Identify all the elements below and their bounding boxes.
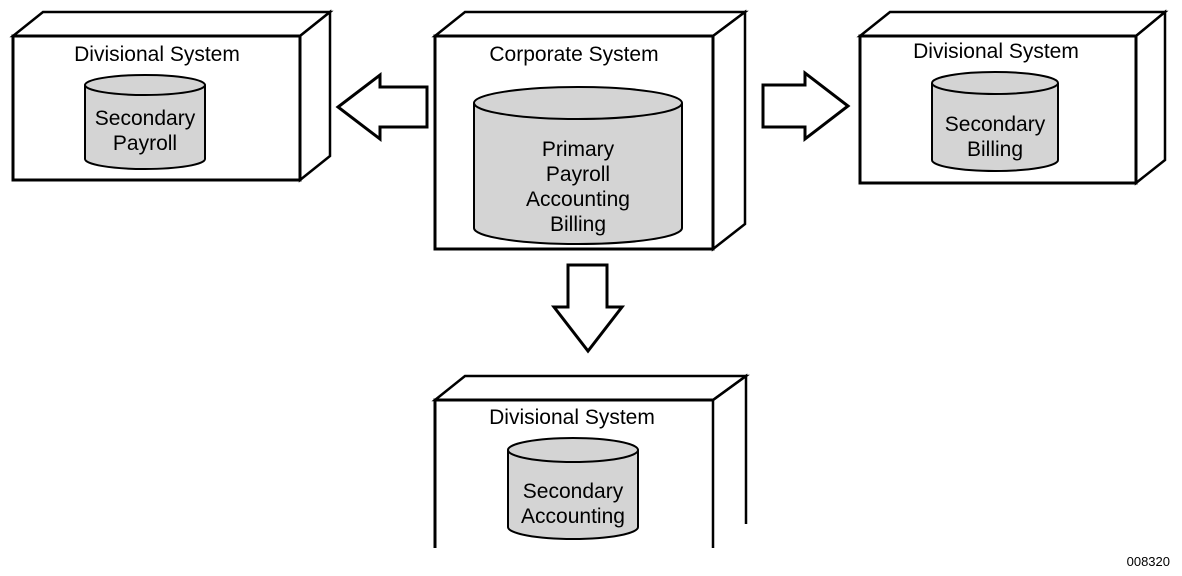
arrow-to-right-divisional bbox=[761, 69, 851, 143]
box-side-face bbox=[711, 373, 748, 548]
database-label-line: Accounting bbox=[526, 188, 630, 211]
arrow-to-left-divisional bbox=[335, 71, 429, 143]
secondary-billing-database: Secondary Billing bbox=[931, 71, 1059, 172]
database-label-line: Accounting bbox=[521, 505, 625, 528]
database-cylinder-top bbox=[931, 71, 1059, 95]
secondary-accounting-database: Secondary Accounting bbox=[507, 437, 639, 540]
database-label-line: Secondary bbox=[95, 107, 196, 130]
divisional-system-left-box: Divisional System Secondary Payroll bbox=[9, 9, 334, 183]
box-top-face bbox=[9, 10, 334, 38]
corporate-system-box: Corporate System Primary Payroll Account… bbox=[431, 9, 749, 252]
database-label-line: Billing bbox=[550, 213, 606, 236]
box-top-face bbox=[431, 374, 750, 402]
database-cylinder-top bbox=[473, 86, 683, 120]
database-label-line: Billing bbox=[967, 138, 1023, 161]
box-top-face bbox=[431, 10, 749, 38]
database-cylinder-top bbox=[84, 74, 206, 96]
primary-database: Primary Payroll Accounting Billing bbox=[473, 86, 683, 245]
box-side-face bbox=[298, 9, 332, 183]
secondary-payroll-database: Secondary Payroll bbox=[84, 74, 206, 170]
database-cylinder-body bbox=[473, 103, 683, 245]
box-title: Corporate System bbox=[489, 43, 658, 66]
box-side-face bbox=[1134, 9, 1167, 186]
box-title: Divisional System bbox=[913, 40, 1079, 63]
box-side-face bbox=[711, 9, 747, 252]
divisional-system-bottom-box: Divisional System Secondary Accounting bbox=[431, 373, 750, 548]
divisional-system-right-box: Divisional System Secondary Billing bbox=[856, 9, 1169, 186]
database-label-line: Payroll bbox=[113, 132, 177, 155]
box-title: Divisional System bbox=[74, 43, 240, 66]
arrow-to-bottom-divisional bbox=[550, 263, 626, 354]
database-label-line: Secondary bbox=[945, 113, 1046, 136]
box-title: Divisional System bbox=[489, 406, 655, 429]
database-label-line: Secondary bbox=[523, 480, 624, 503]
database-cylinder-top bbox=[507, 437, 639, 463]
database-label-line: Payroll bbox=[546, 163, 610, 186]
database-cylinder-body bbox=[507, 450, 639, 540]
database-cylinder-body bbox=[931, 83, 1059, 172]
figure-id-label: 008320 bbox=[1127, 554, 1170, 569]
box-top-face bbox=[856, 10, 1169, 38]
box-front-face bbox=[433, 398, 713, 548]
database-cylinder-body bbox=[84, 85, 206, 170]
database-label-line: Primary bbox=[542, 138, 615, 161]
